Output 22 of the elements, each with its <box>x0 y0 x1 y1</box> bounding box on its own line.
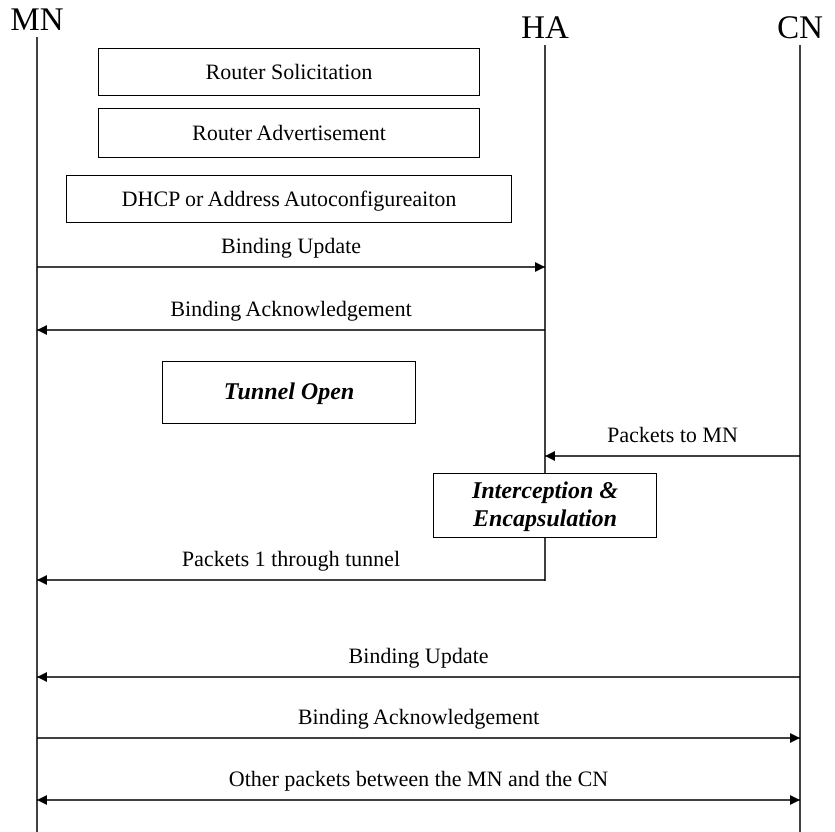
message-box: Tunnel Open <box>162 361 416 424</box>
message-box: Router Advertisement <box>98 108 480 158</box>
message-arrow <box>37 733 800 743</box>
message-arrow <box>37 672 800 682</box>
message-arrow <box>545 451 800 461</box>
edge-label: Binding Acknowledgement <box>298 706 540 728</box>
lifeline-heading: CN <box>777 12 823 45</box>
message-box: DHCP or Address Autoconfigureaiton <box>66 175 512 223</box>
edge-label: Packets 1 through tunnel <box>182 548 400 570</box>
edge-label: Binding Acknowledgement <box>170 298 412 320</box>
message-arrow <box>37 262 545 272</box>
message-arrow <box>37 575 545 585</box>
message-arrow <box>37 795 800 805</box>
lifeline-heading: MN <box>10 4 64 37</box>
message-arrow <box>37 325 545 335</box>
message-box: Interception & Encapsulation <box>433 473 657 538</box>
edge-label: Other packets between the MN and the CN <box>228 768 608 790</box>
edge-label: Binding Update <box>221 235 361 257</box>
edge-label: Binding Update <box>348 645 488 667</box>
message-box: Router Solicitation <box>98 48 480 96</box>
lifeline-heading: HA <box>521 12 569 45</box>
edge-label: Packets to MN <box>607 424 738 446</box>
